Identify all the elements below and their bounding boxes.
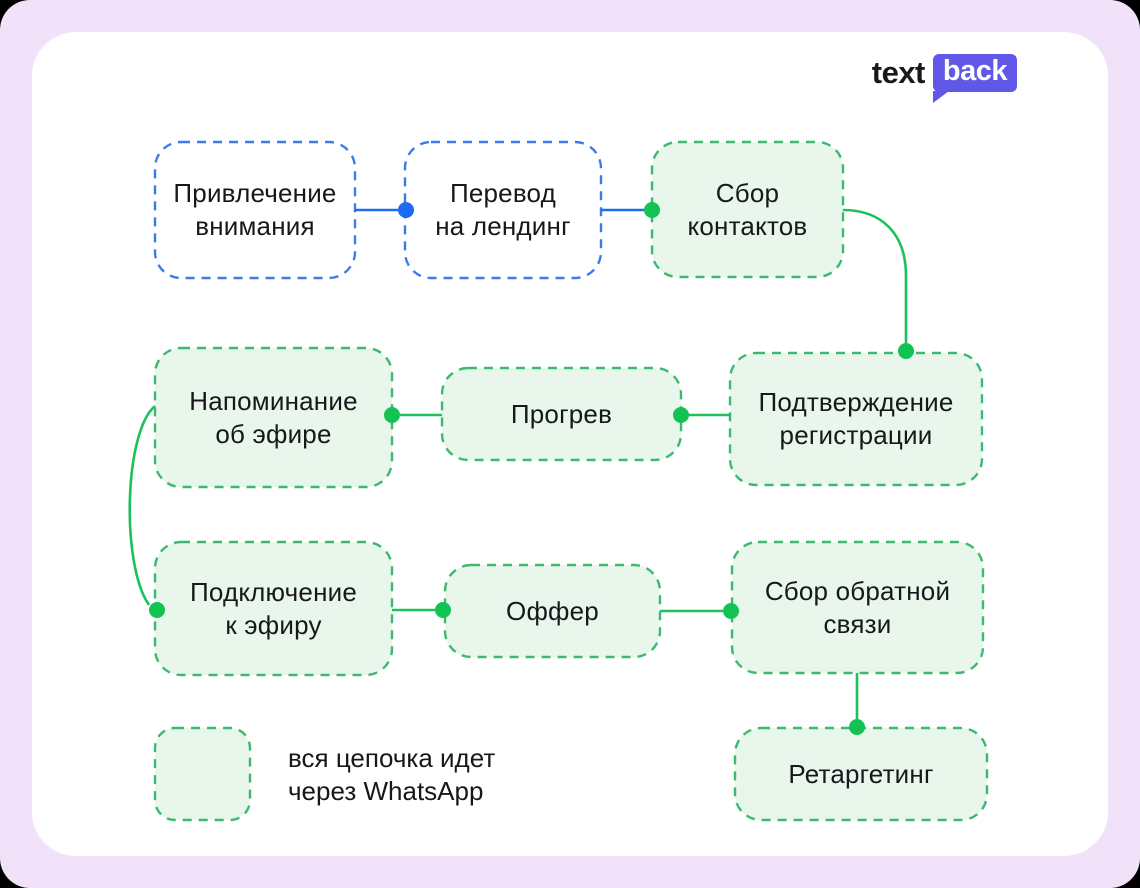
connector-dot (644, 202, 660, 218)
node-retargeting: Ретаргетинг (788, 758, 934, 789)
edge-contacts-to-confirm (842, 208, 908, 343)
node-offer-box (443, 563, 662, 659)
node-reminder-box (153, 346, 394, 489)
connector-dot (723, 603, 739, 619)
logo-text-word: text (871, 55, 926, 90)
connector-dot (435, 602, 451, 618)
connector-dot (849, 719, 865, 735)
node-confirm-registration: Подтверждение регистрации (758, 387, 954, 450)
legend-caption: вся цепочка идет через WhatsApp (288, 743, 496, 806)
node-warmup: Прогрев (510, 398, 613, 429)
node-feedback: Сбор обратной связи (764, 575, 951, 639)
node-confirm-registration-box (728, 351, 984, 487)
logo-back-badge: back (932, 54, 1017, 103)
node-collect-contacts: Сбор контактов (687, 177, 808, 241)
node-reminder: Напоминание об эфире (189, 385, 358, 449)
connector-dot (398, 202, 414, 218)
node-offer: Оффер (506, 595, 599, 626)
legend-swatch-box (153, 726, 252, 822)
connector-dot (384, 407, 400, 423)
connector-dot (673, 407, 689, 423)
node-collect-contacts-box (650, 140, 845, 279)
edge-reminder-to-joinlive (128, 405, 156, 606)
node-join-live: Подключение к эфиру (189, 576, 358, 640)
node-feedback-box (730, 540, 985, 675)
textback-logo: text back (871, 54, 1017, 103)
connector-dot (149, 602, 165, 618)
node-attract-attention: Привлечение внимания (173, 178, 337, 241)
connector-dot (898, 343, 914, 359)
node-landing-transfer: Перевод на лендинг (435, 178, 571, 241)
